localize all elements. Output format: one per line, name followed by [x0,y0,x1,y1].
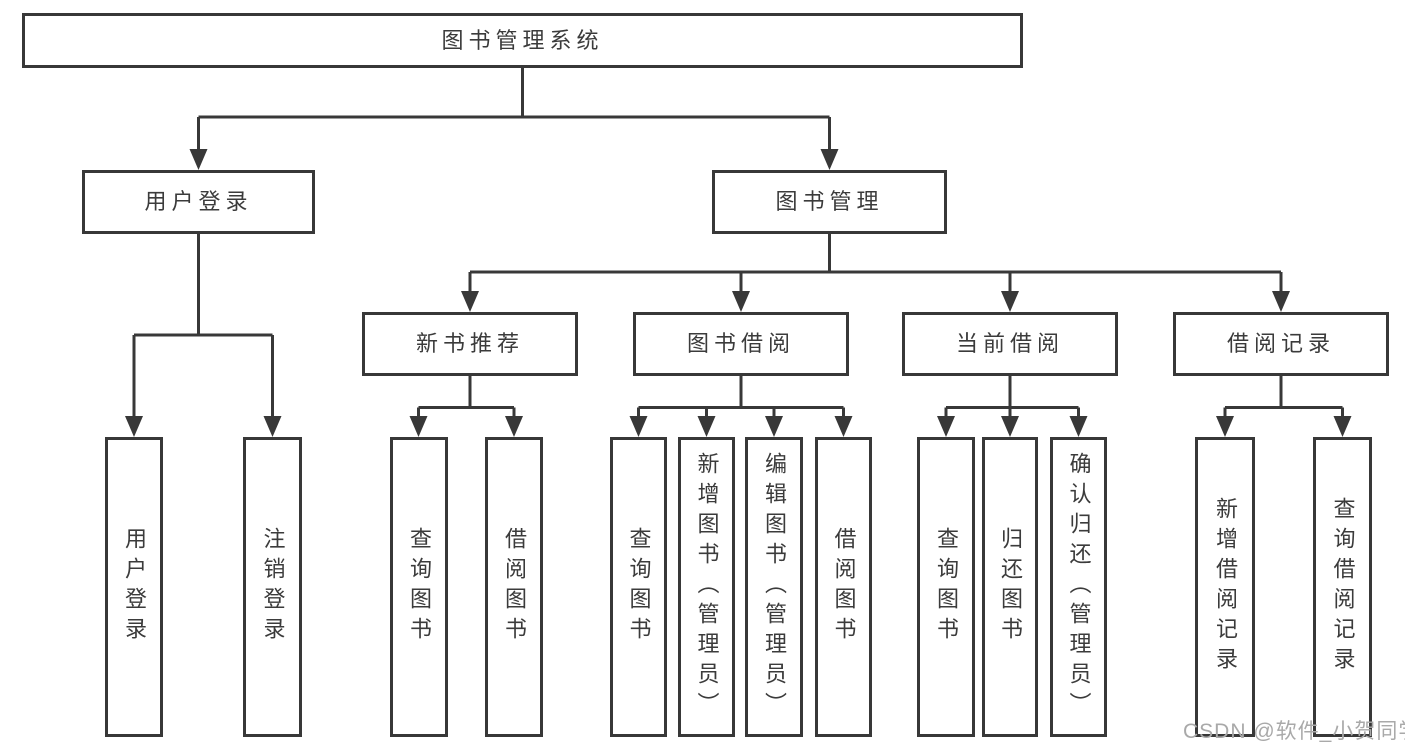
node-book-borrow-label: 图书借阅 [686,331,795,356]
node-root-label: 图书管理系统 [441,27,604,53]
node-current-borrow: 当前借阅 [902,312,1118,376]
leaf-logout-label: 注销登录 [260,527,286,647]
node-user-login: 用户登录 [82,170,315,234]
leaf-user-login: 用户登录 [105,437,163,737]
leaf-add-borrow-record: 新增借阅记录 [1195,437,1255,737]
node-book-borrow: 图书借阅 [633,312,849,376]
node-new-book-recommend: 新书推荐 [362,312,578,376]
leaf-borrow-books-label: 借阅图书 [831,527,857,647]
leaf-add-book-admin: 新增图书（管理员） [678,437,735,737]
arrow-heads [125,149,1352,437]
leaf-add-borrow-record-label: 新增借阅记录 [1213,497,1238,677]
node-borrow-records: 借阅记录 [1173,312,1389,376]
leaf-query-books-current-label: 查询图书 [934,527,959,647]
node-user-login-label: 用户登录 [144,189,253,214]
leaf-return-books: 归还图书 [982,437,1038,737]
leaf-borrow-books-recommend: 借阅图书 [485,437,543,737]
node-current-borrow-label: 当前借阅 [955,331,1064,356]
leaf-edit-book-admin-label: 编辑图书（管理员） [762,452,787,722]
node-new-book-recommend-label: 新书推荐 [415,331,524,356]
node-book-management: 图书管理 [712,170,947,234]
leaf-confirm-return-admin-label: 确认归还（管理员） [1066,452,1092,722]
leaf-borrow-books-recommend-label: 借阅图书 [502,527,527,647]
leaf-user-login-label: 用户登录 [122,527,147,647]
node-root: 图书管理系统 [22,13,1023,68]
node-borrow-records-label: 借阅记录 [1226,331,1335,356]
leaf-query-books-borrow: 查询图书 [610,437,667,737]
leaf-borrow-books: 借阅图书 [815,437,872,737]
leaf-query-books-borrow-label: 查询图书 [626,527,652,647]
tree-edges [132,68,1344,421]
leaf-add-book-admin-label: 新增图书（管理员） [694,452,720,722]
leaf-edit-book-admin: 编辑图书（管理员） [745,437,803,737]
leaf-logout: 注销登录 [243,437,302,737]
leaf-query-borrow-record: 查询借阅记录 [1313,437,1372,737]
leaf-query-books-recommend-label: 查询图书 [407,527,432,647]
node-book-management-label: 图书管理 [775,189,884,214]
leaf-return-books-label: 归还图书 [998,527,1023,647]
leaf-confirm-return-admin: 确认归还（管理员） [1050,437,1107,737]
leaf-query-books-current: 查询图书 [917,437,975,737]
leaf-query-borrow-record-label: 查询借阅记录 [1330,497,1356,677]
leaf-query-books-recommend: 查询图书 [390,437,448,737]
csdn-watermark: CSDN @软件_小贺同学 [1183,720,1405,743]
